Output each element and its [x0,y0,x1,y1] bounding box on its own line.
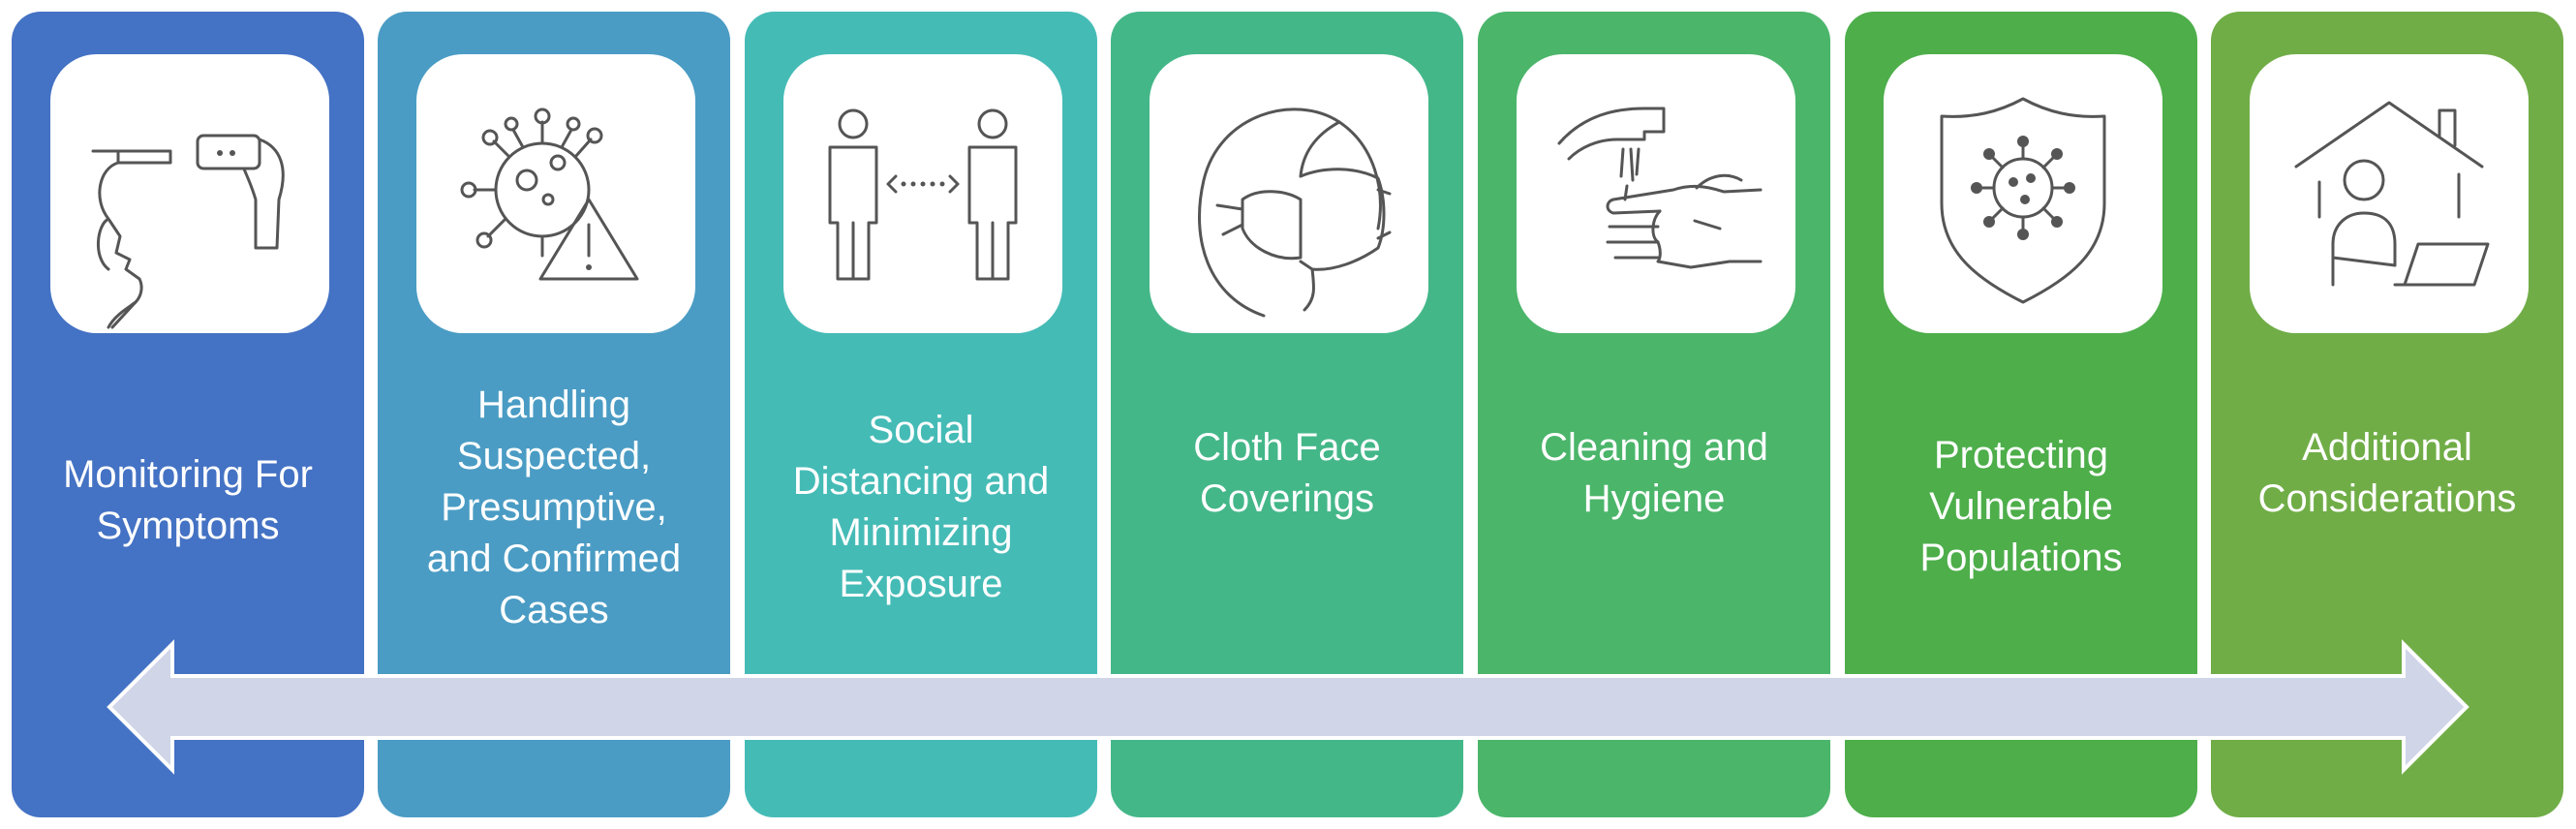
label-line: Cloth Face [1193,426,1381,469]
label-line: Additional [2302,426,2472,469]
label-line: Cleaning and [1540,426,1768,469]
work-from-home-icon [2294,101,2490,287]
label-line: Handling [477,384,630,426]
label-line: Considerations [2257,477,2517,520]
label-line: Suspected, [456,435,652,477]
label-line: Cases [499,589,609,631]
icon-tile [416,54,695,333]
icon-tile [1517,54,1795,333]
thermometer-temperature-check-icon [91,134,285,329]
virus-shield-icon [1940,97,2106,304]
label-line: Protecting [1933,434,2109,476]
label-line: Coverings [1199,477,1375,520]
arrow-shape [107,639,2469,775]
panel-label: Monitoring For Symptoms [12,449,364,552]
icon-tile [50,54,329,333]
label-line: Presumptive, [441,486,667,529]
virus-warning-icon [460,107,639,281]
label-line: Social [868,409,974,451]
panel-label: Cloth Face Coverings [1111,422,1463,525]
label-line: Populations [1919,537,2123,579]
label-line: Monitoring For [63,453,313,496]
label-line: and Confirmed [426,537,682,580]
label-line: Exposure [839,563,1003,605]
panel-label: Cleaning and Hygiene [1478,422,1830,525]
label-line: Symptoms [96,505,280,547]
panel-label: Social Distancing and Minimizing Exposur… [745,405,1097,610]
icon-tile [2250,54,2529,333]
icon-tile [1884,54,2162,333]
panel-label: Handling Suspected, Presumptive, and Con… [378,380,730,636]
label-line: Distancing and [792,460,1050,503]
social-distancing-icon [828,108,1018,281]
label-line: Hygiene [1582,477,1726,520]
icon-tile [783,54,1062,333]
hand-washing-icon [1557,107,1763,269]
panel-label: Protecting Vulnerable Populations [1845,430,2197,584]
panel-additional-considerations: Additional Considerations [2211,12,2563,817]
label-line: Vulnerable [1929,485,2113,528]
panel-label: Additional Considerations [2211,422,2563,525]
face-mask-icon [1197,107,1392,318]
label-line: Minimizing [829,511,1013,554]
icon-tile [1150,54,1428,333]
